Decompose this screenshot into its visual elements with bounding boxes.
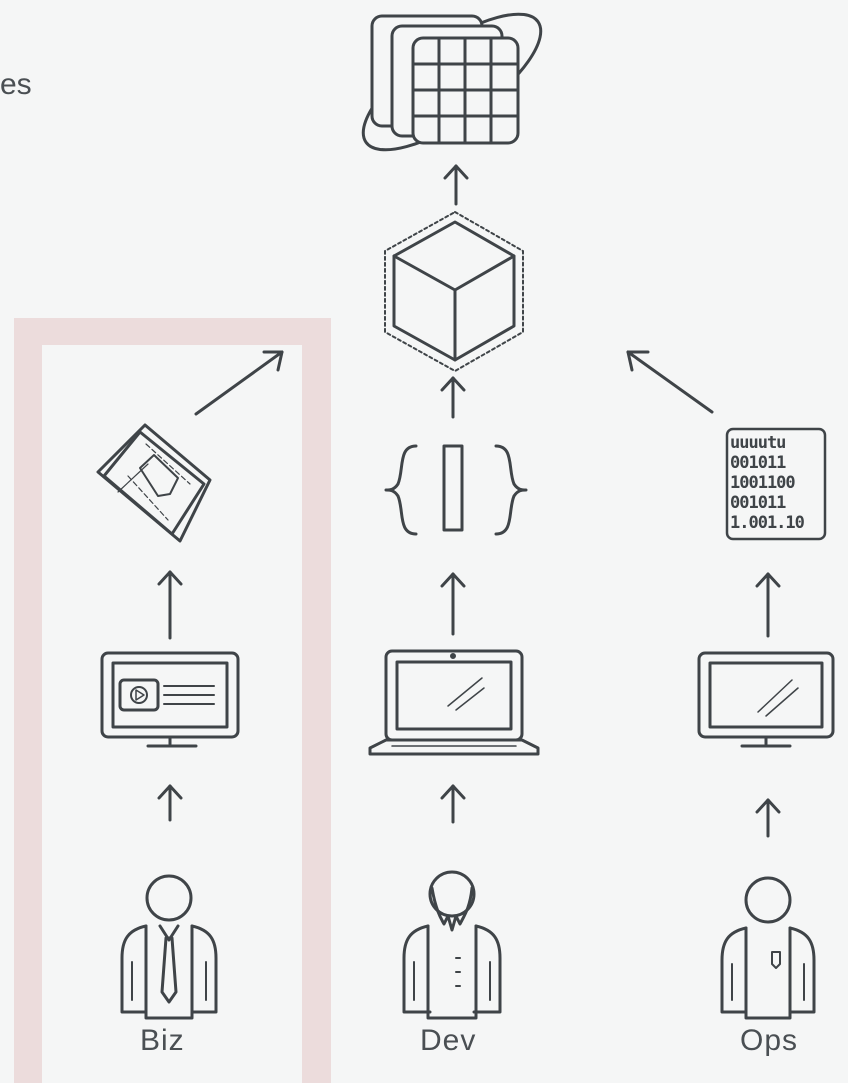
container-cube-icon: [384, 211, 524, 372]
binary-line: 001011: [730, 493, 786, 513]
business-person-icon: [120, 874, 218, 1020]
biz-label: Biz: [140, 1024, 185, 1057]
operations-person-icon: [720, 876, 816, 1020]
ops-label: Ops: [740, 1024, 799, 1057]
blueprint-cards-icon: [96, 423, 212, 543]
binary-line: 001011: [730, 453, 786, 473]
truncated-text: es: [0, 68, 32, 101]
arrow-up-icon: [755, 572, 781, 638]
arrow-up-icon: [440, 784, 466, 824]
arrow-up-left-icon: [626, 350, 714, 414]
arrow-up-icon: [755, 798, 781, 838]
arrow-up-icon: [157, 570, 183, 640]
arrow-up-icon: [157, 784, 183, 822]
code-braces-icon: [384, 444, 528, 536]
data-platform-icon: [361, 12, 543, 152]
arrow-up-icon: [440, 376, 466, 419]
video-monitor-icon: [100, 651, 240, 748]
arrow-up-icon: [443, 164, 469, 206]
binary-line: uuuutu: [730, 433, 786, 453]
binary-data-icon: [725, 427, 827, 541]
binary-text-block: uuuutu 001011 1001100 001011 1.001.10: [730, 433, 822, 537]
developer-person-icon: [402, 870, 502, 1020]
arrow-up-right-icon: [194, 350, 284, 416]
arrow-up-icon: [440, 572, 466, 636]
laptop-icon: [368, 649, 540, 756]
monitor-icon: [697, 651, 835, 748]
binary-line: 1001100: [730, 473, 796, 493]
binary-line: 1.001.10: [730, 513, 805, 533]
dev-label: Dev: [420, 1024, 477, 1057]
